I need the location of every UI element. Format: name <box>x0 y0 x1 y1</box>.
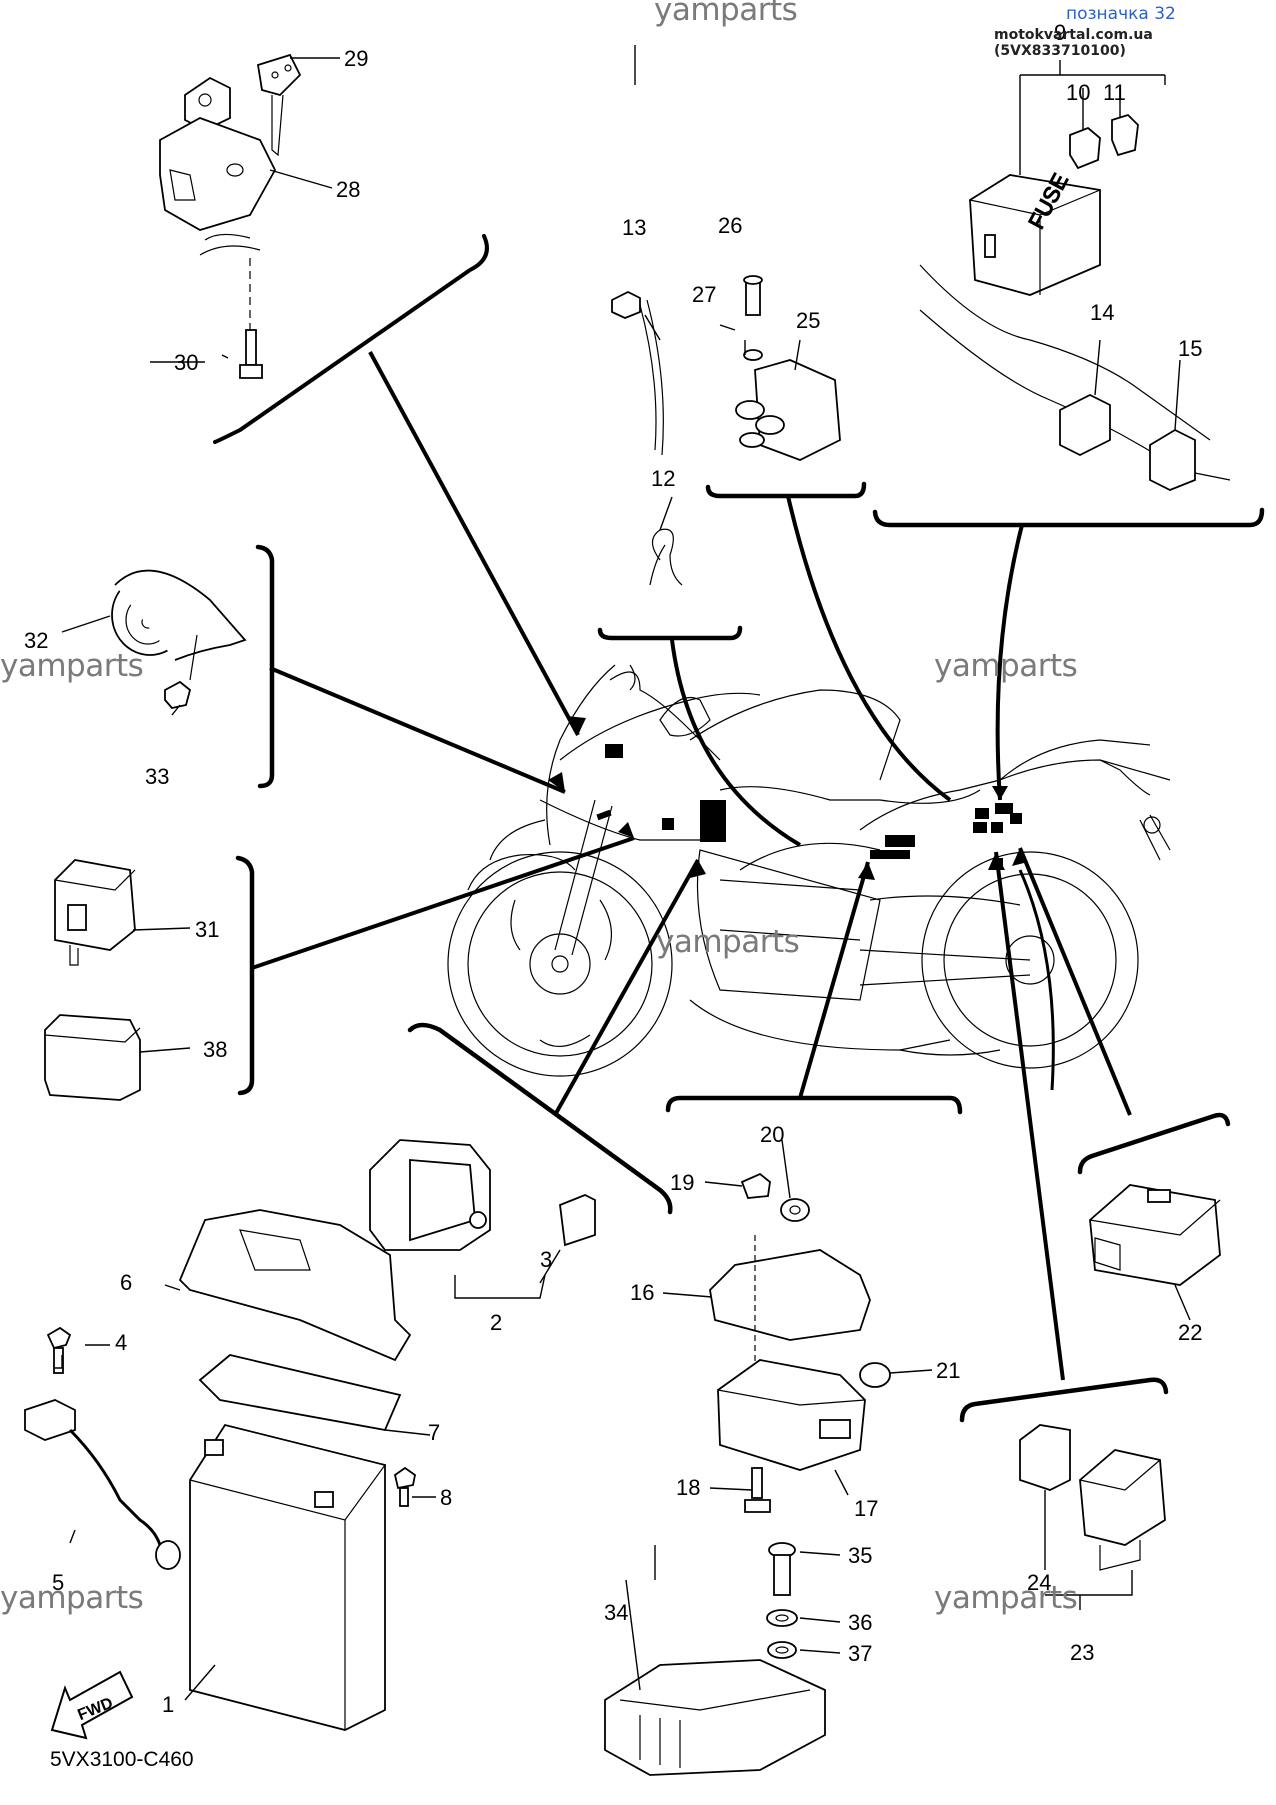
washers-36-37 <box>766 1609 798 1659</box>
watermark-center: yamparts <box>656 924 800 960</box>
main-switch-28 <box>159 76 277 256</box>
callout-8: 8 <box>440 1485 452 1510</box>
battery-1 <box>189 1423 386 1731</box>
callout-3: 3 <box>540 1247 552 1272</box>
callout-20: 20 <box>760 1122 784 1147</box>
relay-23 <box>1019 1424 1166 1571</box>
callout-30: 30 <box>174 350 198 375</box>
screw-30 <box>239 258 263 379</box>
callout-37: 37 <box>848 1641 872 1666</box>
callout-13: 13 <box>622 215 646 240</box>
callout-1: 1 <box>162 1692 174 1717</box>
leader-lines <box>251 351 1132 1381</box>
callout-26: 26 <box>718 213 742 238</box>
tray-6 <box>178 1209 412 1362</box>
relay-22 <box>1089 1184 1221 1286</box>
callout-28: 28 <box>336 177 360 202</box>
callout-5: 5 <box>52 1570 64 1595</box>
screw-18 <box>744 1467 771 1513</box>
callout-2: 2 <box>490 1310 502 1335</box>
unit-17 <box>717 1359 866 1471</box>
callout-15: 15 <box>1178 336 1202 361</box>
motorcycle-illustration <box>447 664 1171 1077</box>
horn-32 <box>111 569 247 661</box>
callout-29: 29 <box>344 46 368 71</box>
callout-6: 6 <box>120 1270 132 1295</box>
cover-38 <box>44 1014 141 1101</box>
callout-22: 22 <box>1178 1320 1202 1345</box>
callout-10: 10 <box>1066 80 1090 105</box>
bolt-4 <box>46 1326 72 1374</box>
arrowheads <box>548 716 1028 880</box>
fuse-box-9: FUSE <box>919 169 1231 481</box>
callout-33: 33 <box>145 764 169 789</box>
key-29 <box>256 53 302 157</box>
watermark-top: yamparts <box>654 0 798 28</box>
clamp-12 <box>649 528 683 586</box>
callout-12: 12 <box>651 466 675 491</box>
watermark-right-1: yamparts <box>934 648 1078 684</box>
pad-7 <box>198 1354 402 1432</box>
callout-23: 23 <box>1070 1640 1094 1665</box>
watermark-left-2: yamparts <box>0 1580 144 1616</box>
callout-4: 4 <box>115 1330 127 1355</box>
callout-19: 19 <box>670 1170 694 1195</box>
cable-5 <box>24 1399 181 1570</box>
callout-32: 32 <box>24 628 48 653</box>
header-link[interactable]: позначка 32 <box>1066 4 1176 24</box>
header-source: motokvartal.com.ua (5VX833710100) <box>994 27 1153 59</box>
band-13 <box>611 290 664 456</box>
callout-14: 14 <box>1090 300 1114 325</box>
callout-leaders <box>55 45 1191 1701</box>
fuses-10-11 <box>1069 113 1139 170</box>
bolt-33 <box>164 634 198 709</box>
watermark-left-1: yamparts <box>0 648 144 684</box>
callout-21: 21 <box>936 1358 960 1383</box>
location-markers <box>596 744 1022 867</box>
grommet-20 <box>780 1198 810 1222</box>
bolt-19 <box>740 1172 771 1199</box>
callout-9: 9 <box>1054 20 1066 45</box>
bolt-8 <box>393 1466 416 1507</box>
callout-31: 31 <box>195 917 219 942</box>
bolt-35 <box>768 1542 796 1596</box>
bracket-16 <box>709 1235 871 1400</box>
diagram-code: 5VX3100-C460 <box>50 1748 194 1771</box>
callout-24: 24 <box>1027 1570 1051 1595</box>
callout-11: 11 <box>1103 80 1126 105</box>
callout-34: 34 <box>604 1600 628 1625</box>
callout-35: 35 <box>848 1543 872 1568</box>
callout-17: 17 <box>854 1496 878 1521</box>
callout-27: 27 <box>692 282 716 307</box>
clips-14-15 <box>1059 393 1196 491</box>
group-brackets <box>213 234 1265 1423</box>
relay-group-25 <box>735 275 841 461</box>
fwd-arrow-icon: FWD <box>50 1670 134 1740</box>
callout-38: 38 <box>203 1037 227 1062</box>
starter-relay-2 <box>369 1139 596 1251</box>
callout-36: 36 <box>848 1610 872 1635</box>
flasher-relay-31 <box>54 859 136 966</box>
clamp-21 <box>859 1362 891 1388</box>
watermark-right-2: yamparts <box>934 1580 1078 1616</box>
callout-7: 7 <box>428 1420 440 1445</box>
regulator-34 <box>604 1659 826 1776</box>
callout-25: 25 <box>796 308 820 333</box>
callout-18: 18 <box>676 1475 700 1500</box>
callout-16: 16 <box>630 1280 654 1305</box>
